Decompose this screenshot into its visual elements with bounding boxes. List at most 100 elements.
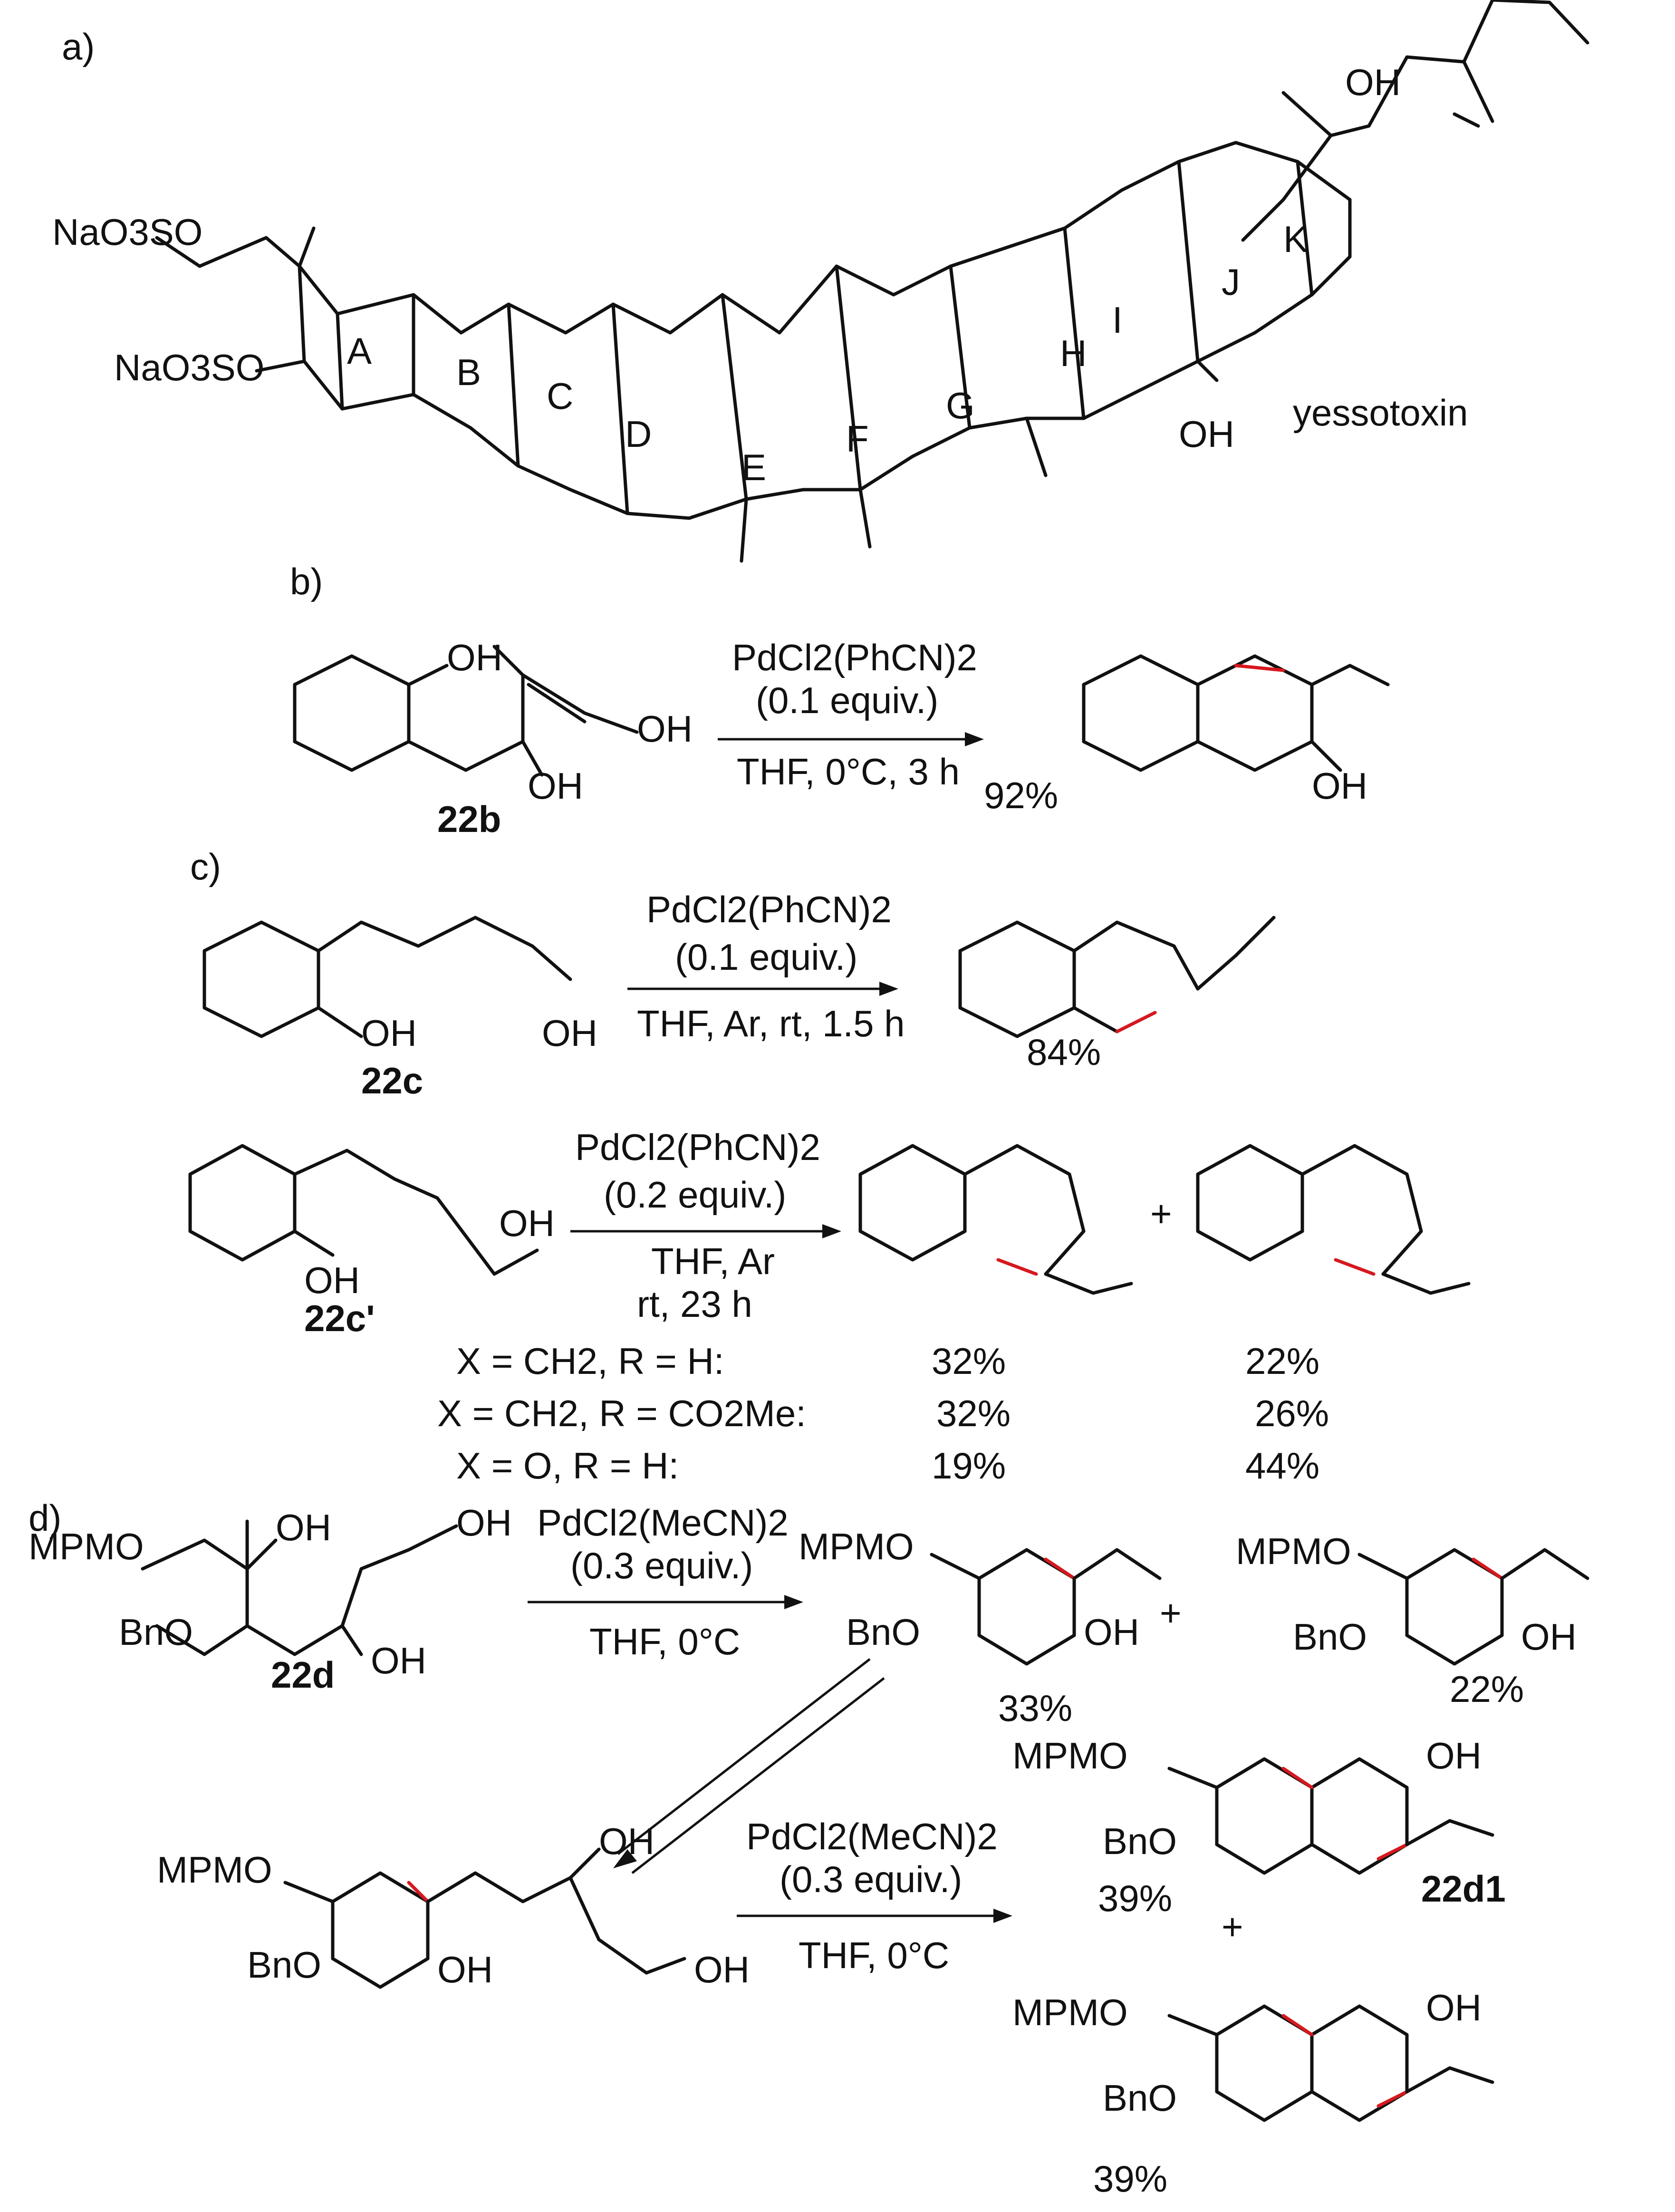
yessotoxin-oh-top: OH	[1345, 61, 1401, 103]
intermediate-d-bno: BnO	[247, 1944, 321, 1986]
conditions-d1: THF, 0°C	[589, 1621, 740, 1662]
conditions-c2-line2: rt, 23 h	[637, 1283, 752, 1325]
substrate-22c-prime-oh-2: OH	[499, 1202, 555, 1244]
substrate-22b-oh-1: OH	[447, 637, 502, 678]
product-c2b-structure	[1196, 1144, 1471, 1295]
table-c-row-2-y1: 32%	[936, 1392, 1011, 1434]
yield-d-a: 33%	[998, 1687, 1072, 1729]
panel-d-label: d)	[29, 1497, 61, 1539]
arrow-c1	[627, 982, 898, 996]
product-d1a-mpmo: MPMO	[799, 1526, 914, 1567]
conditions-b: THF, 0°C, 3 h	[737, 751, 960, 792]
ring-label-d: D	[625, 413, 652, 455]
ring-label-a: A	[347, 330, 372, 372]
intermediate-d-oh-1: OH	[599, 1820, 655, 1862]
product-22d1-mpmo: MPMO	[1012, 1735, 1128, 1777]
product-b-oh: OH	[1312, 765, 1367, 807]
ring-label-j: J	[1222, 261, 1240, 303]
yield-d-c: 39%	[1098, 1877, 1172, 1919]
yield-b: 92%	[984, 774, 1058, 816]
product-d1b-oh: OH	[1521, 1616, 1577, 1658]
product-d1a-structure	[930, 1548, 1162, 1666]
product-d1b-structure	[1357, 1548, 1589, 1666]
equiv-b: (0.1 equiv.)	[756, 679, 938, 721]
equiv-d1: (0.3 equiv.)	[570, 1545, 753, 1586]
arrow-c2	[570, 1224, 841, 1238]
ring-label-e: E	[741, 446, 766, 488]
conditions-c1: THF, Ar, rt, 1.5 h	[637, 1003, 905, 1044]
substrate-22c-prime-structure	[188, 1144, 539, 1276]
yessotoxin-sulfate-2: NaO3SO	[114, 347, 264, 388]
plus-c2: +	[1150, 1193, 1172, 1235]
ring-label-k: K	[1283, 218, 1308, 260]
substrate-22d-mpmo: MPMO	[29, 1526, 144, 1567]
substrate-22c-oh-2: OH	[542, 1012, 597, 1054]
product-c2a-structure	[858, 1144, 1133, 1295]
substrate-22d-oh-3: OH	[371, 1640, 426, 1681]
product-22d1-bno: BnO	[1103, 1820, 1177, 1862]
compound-name-yessotoxin: yessotoxin	[1293, 392, 1468, 434]
panel-c-label: c)	[190, 846, 221, 888]
table-c-row-1-y1: 32%	[932, 1340, 1006, 1382]
substrate-label-22b: 22b	[437, 798, 501, 840]
ring-label-f: F	[846, 418, 869, 460]
substrate-22c-prime-oh-1: OH	[304, 1259, 360, 1301]
arrow-d2	[737, 1909, 1012, 1923]
panel-b-label: b)	[290, 560, 323, 602]
reagent-c2: PdCl2(PhCN)2	[575, 1126, 820, 1168]
plus-d2: +	[1222, 1906, 1243, 1948]
substrate-22c-structure	[202, 916, 572, 1038]
intermediate-d-mpmo: MPMO	[157, 1849, 272, 1891]
equiv-c2: (0.2 equiv.)	[604, 1174, 786, 1216]
substrate-22b-structure	[293, 645, 639, 777]
equiv-d2: (0.3 equiv.)	[780, 1858, 962, 1900]
substrate-label-22d: 22d	[271, 1654, 335, 1696]
intermediate-d-oh-3: OH	[694, 1949, 750, 1990]
table-c-row-2-y2: 26%	[1255, 1392, 1329, 1434]
yield-c1: 84%	[1027, 1031, 1101, 1073]
table-c-row-2-cond: X = CH2, R = CO2Me:	[437, 1392, 806, 1434]
reagent-d1: PdCl2(MeCN)2	[537, 1502, 789, 1544]
table-c-row-1-y2: 22%	[1245, 1340, 1319, 1382]
yield-table-c: X = CH2, R = H: 32% 22% X = CH2, R = CO2…	[437, 1340, 1329, 1487]
product-d1a-bno: BnO	[846, 1611, 920, 1653]
double-arrow-d	[613, 1658, 885, 1874]
yessotoxin-sulfate-1: NaO3SO	[52, 211, 202, 253]
substrate-label-22c-prime: 22c'	[304, 1297, 375, 1339]
reagent-c1: PdCl2(PhCN)2	[646, 889, 892, 930]
substrate-22c-oh-1: OH	[361, 1012, 417, 1054]
intermediate-d-structure	[283, 1847, 686, 1989]
reagent-d2: PdCl2(MeCN)2	[746, 1816, 998, 1857]
ring-label-b: B	[456, 351, 481, 393]
arrow-b	[718, 732, 984, 746]
product-label-22d1: 22d1	[1421, 1868, 1506, 1910]
product-d2b-oh: OH	[1426, 1987, 1482, 2028]
product-22d1-structure	[1167, 1757, 1494, 1875]
substrate-22d-oh-1: OH	[276, 1507, 331, 1548]
table-c-row-3-y1: 19%	[932, 1445, 1006, 1487]
substrate-22d-oh-2: OH	[456, 1502, 512, 1544]
product-d2b-bno: BnO	[1103, 2077, 1177, 2119]
yield-d-b: 22%	[1450, 1668, 1524, 1710]
conditions-d2: THF, 0°C	[799, 1934, 949, 1976]
yessotoxin-structure	[155, 0, 1589, 563]
product-d1a-oh: OH	[1084, 1611, 1139, 1653]
product-c1-structure	[958, 916, 1276, 1038]
panel-a-label: a)	[62, 26, 95, 68]
product-d2b-mpmo: MPMO	[1012, 1991, 1128, 2033]
substrate-22d-bno: BnO	[119, 1611, 193, 1653]
substrate-22d-structure	[141, 1519, 458, 1656]
ring-letters: A B C D E F G H I J K	[347, 218, 1308, 488]
conditions-c2-line1: THF, Ar	[651, 1240, 775, 1282]
reagent-b: PdCl2(PhCN)2	[732, 637, 977, 678]
equiv-c1: (0.1 equiv.)	[675, 936, 857, 978]
ring-label-c: C	[547, 375, 573, 417]
arrow-d1	[528, 1595, 803, 1609]
table-c-row-3-y2: 44%	[1245, 1445, 1319, 1487]
product-b-structure	[1082, 654, 1390, 772]
plus-d1: +	[1160, 1592, 1182, 1634]
yessotoxin-oh-bottom: OH	[1179, 413, 1234, 455]
substrate-label-22c: 22c	[361, 1060, 423, 1101]
ring-label-h: H	[1060, 332, 1087, 374]
